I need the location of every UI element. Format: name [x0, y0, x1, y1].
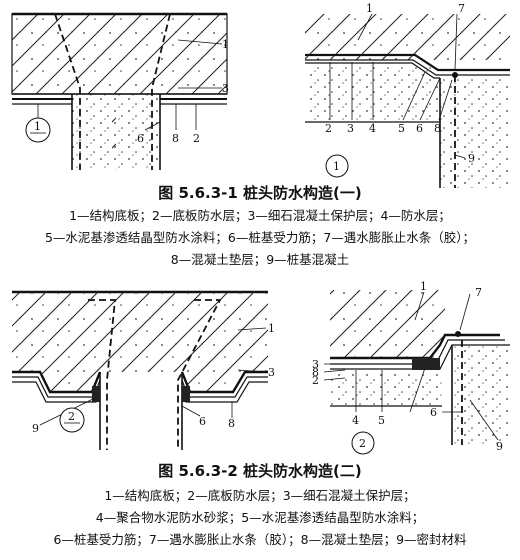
fig2-right-label: 3 — [312, 358, 319, 371]
fig2-left-label: 6 — [199, 415, 206, 428]
fig2-right-label: 1 — [420, 280, 427, 293]
figure2-caption: 图 5.6.3-2 桩头防水构造(二) — [158, 462, 362, 480]
fig2-right-label: 9 — [496, 440, 503, 453]
fig2-right-label: 6 — [430, 406, 437, 419]
fig1-left-label: 1 — [222, 38, 229, 51]
figure2-legend-line: 4—聚合物水泥防水砂浆；5—水泥基渗透结晶型防水涂料； — [95, 510, 425, 525]
figure2-legend-line: 6—桩基受力筋；7—遇水膨胀止水条（胶）；8—混凝土垫层；9—密封材料 — [53, 532, 467, 547]
fig1-right-label: 2 — [325, 122, 332, 135]
fig1-left-label: 8 — [172, 132, 179, 145]
detail-marker: 2 — [68, 410, 75, 423]
fig2-right-label: 4 — [352, 414, 359, 427]
fig1-right-label: 6 — [416, 122, 423, 135]
figure1-legend-line: 1—结构底板；2—底板防水层；3—细石混凝土保护层；4—防水层； — [69, 208, 451, 223]
fig2-left-label: 3 — [268, 366, 275, 379]
fig1-left-label: 3 — [222, 82, 229, 95]
fig1-right-label: 1 — [366, 2, 373, 15]
fig2-right-detail: 1 7 3 8 2 4 5 6 9 2 — [312, 280, 510, 455]
fig2-left-label: 1 — [268, 322, 275, 335]
fig1-left-detail: 1 3 6 8 2 1 — [11, 12, 229, 170]
fig1-right-label: 7 — [458, 2, 465, 15]
fig1-right-label: 4 — [369, 122, 376, 135]
fig1-right-label: 8 — [434, 122, 441, 135]
fig1-left-label: 2 — [193, 132, 200, 145]
fig1-left-label: 6 — [137, 132, 144, 145]
fig1-right-detail: 1 7 2 3 4 5 6 8 9 1 — [305, 2, 510, 188]
fig2-right-label: 8 — [312, 366, 319, 379]
detail-marker: 2 — [359, 437, 366, 450]
fig1-right-label: 5 — [398, 122, 405, 135]
figure1-legend-line: 8—混凝土垫层；9—桩基混凝土 — [170, 252, 350, 267]
fig2-left-detail: 1 3 9 6 8 2 — [12, 290, 275, 450]
fig1-right-label: 3 — [347, 122, 354, 135]
fig2-right-label: 5 — [378, 414, 385, 427]
fig2-left-label: 8 — [228, 417, 235, 430]
detail-marker: 1 — [333, 160, 340, 173]
fig2-left-label: 9 — [32, 422, 39, 435]
fig1-right-label: 9 — [468, 152, 475, 165]
figure2-legend-line: 1—结构底板；2—底板防水层；3—细石混凝土保护层； — [104, 488, 416, 503]
figure1-caption: 图 5.6.3-1 桩头防水构造(一) — [158, 184, 362, 202]
detail-marker: 1 — [34, 120, 41, 133]
fig2-right-label: 2 — [312, 374, 319, 387]
fig2-right-label: 7 — [475, 286, 482, 299]
figure1-legend-line: 5—水泥基渗透结晶型防水涂料；6—桩基受力筋；7—遇水膨胀止水条（胶）； — [44, 230, 476, 245]
